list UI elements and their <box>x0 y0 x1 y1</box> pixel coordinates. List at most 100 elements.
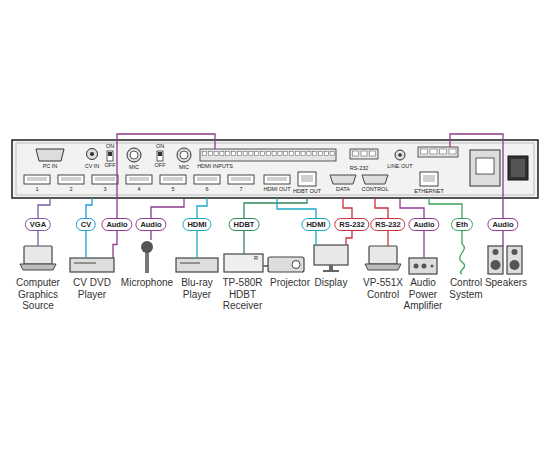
terminal-block <box>307 152 311 156</box>
cable <box>197 198 207 218</box>
signal-tag: HDMI <box>182 218 211 231</box>
hdmi-port <box>58 175 84 184</box>
signal-name: Eth <box>456 220 468 229</box>
amplifier-icon <box>409 258 437 274</box>
hdmi-port <box>231 177 251 181</box>
terminal-block <box>418 147 458 157</box>
port-label: 6 <box>205 187 208 193</box>
db9-port <box>330 175 388 184</box>
amplifier-icon <box>422 264 427 269</box>
device-caption: Speakers <box>484 246 528 289</box>
terminal-block <box>284 152 288 156</box>
device-panel <box>16 143 534 195</box>
terminal-block <box>370 151 376 156</box>
speaker-icon <box>491 260 501 270</box>
hdmi-port <box>92 175 118 184</box>
signal-name: RS-232 <box>375 220 400 229</box>
mic-connector <box>180 151 188 159</box>
port-label: 2 <box>69 187 72 193</box>
cable <box>86 198 92 218</box>
signal-tag: VGA <box>25 218 51 231</box>
signal-tag: HDMI <box>301 218 330 231</box>
terminal-block <box>278 152 282 156</box>
speaker-icon <box>512 249 518 255</box>
device-caption: Control System <box>446 244 486 300</box>
port-label: PC IN <box>43 164 58 170</box>
cable-connector <box>315 231 316 245</box>
terminal-block <box>261 152 265 156</box>
port-label: ON <box>156 144 164 150</box>
signal-tag: Audio <box>408 218 439 231</box>
device-caption: TP-580R HDBT Receiver <box>222 254 264 312</box>
device-name: Microphone <box>119 277 175 289</box>
terminal-block <box>249 152 253 156</box>
speaker-icon <box>493 249 499 255</box>
terminal-block <box>200 149 336 161</box>
terminal-block <box>290 152 294 156</box>
device-caption: Projector <box>268 257 312 289</box>
terminal-block <box>266 152 270 156</box>
amplifier-icon <box>431 265 434 268</box>
terminal-block <box>226 152 230 156</box>
cable-connector <box>196 231 197 258</box>
cable-connector <box>387 231 388 246</box>
terminal-block <box>421 149 428 154</box>
toggle-switch <box>157 151 163 161</box>
mic-connector <box>130 151 138 159</box>
toggle-switch <box>158 152 162 156</box>
terminal-block <box>361 151 367 156</box>
rj45-port <box>301 175 313 182</box>
device-caption: Audio Power Amplifier <box>401 258 445 312</box>
terminal-block <box>353 151 359 156</box>
device-caption: CV DVD Player <box>67 258 117 300</box>
terminal-block <box>430 149 437 154</box>
laptop-icon <box>369 246 397 264</box>
device-caption: VP-551X Control <box>362 246 404 300</box>
power-inlet <box>470 150 500 186</box>
display-icon <box>314 245 348 265</box>
port-label: DATA <box>336 187 350 193</box>
cable <box>400 198 424 218</box>
audio-jack <box>395 150 405 160</box>
rj45-port <box>423 175 435 182</box>
terminal-block <box>272 152 276 156</box>
terminal-block <box>255 152 259 156</box>
cable <box>343 198 352 218</box>
device-name: Projector <box>268 277 312 289</box>
cable <box>375 198 388 218</box>
signal-tag: Eth <box>451 218 473 231</box>
vga-port <box>36 149 64 161</box>
hdmi-port <box>194 175 220 184</box>
terminal-block <box>418 147 458 157</box>
laptop-icon <box>24 246 52 264</box>
terminal-block <box>203 152 207 156</box>
signal-tag: Audio <box>135 218 166 231</box>
terminal-block <box>319 152 323 156</box>
projector-icon <box>292 261 300 269</box>
bluray-player-icon <box>176 258 218 272</box>
signal-name: Audio <box>106 220 127 229</box>
dvd-player-icon <box>70 258 114 272</box>
port-label: 1 <box>35 187 38 193</box>
speaker-icon <box>488 246 503 274</box>
device-caption: Microphone <box>119 240 175 289</box>
hdmi-port <box>61 177 81 181</box>
terminal-block <box>350 149 378 159</box>
signal-name: HDMI <box>306 220 325 229</box>
hdmi-port <box>129 177 149 181</box>
hdmi-port <box>160 175 186 184</box>
display-icon <box>323 270 339 272</box>
cable <box>429 198 462 218</box>
port-label: ETHERNET <box>414 189 444 195</box>
vga-port <box>36 149 64 161</box>
device-name: Display <box>312 277 350 289</box>
power-inlet <box>511 159 525 177</box>
amplifier-icon <box>409 258 437 274</box>
network-cable-icon <box>460 244 465 274</box>
dvd-player-icon <box>70 258 114 272</box>
port-label: 3 <box>103 187 106 193</box>
terminal-block <box>208 152 212 156</box>
device-panel <box>12 140 538 198</box>
port-label: MIC <box>129 165 139 171</box>
